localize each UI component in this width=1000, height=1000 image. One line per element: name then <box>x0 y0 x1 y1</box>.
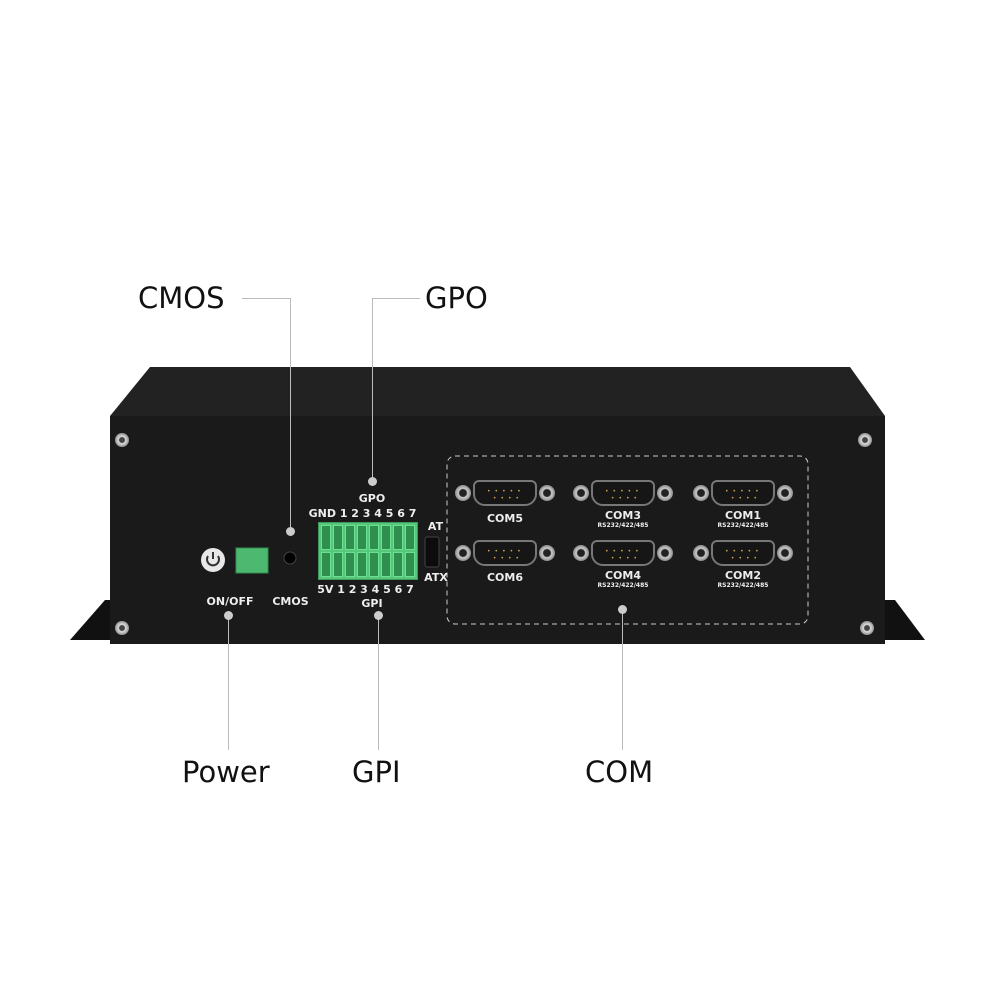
gpio-terminal-block <box>318 522 418 580</box>
leader-dot <box>224 611 233 620</box>
leader-dot <box>286 527 295 536</box>
screw <box>115 433 129 447</box>
at-atx-switch[interactable] <box>424 536 440 568</box>
com1-label: COM1 <box>724 509 762 522</box>
screw <box>860 621 874 635</box>
com-port: ••••• •••• <box>573 480 673 506</box>
com3-sub: RS232/422/485 <box>597 522 649 529</box>
leader-line <box>242 298 290 299</box>
gpo-panel-label: GPO <box>358 492 386 505</box>
com-port: ••••• •••• <box>573 540 673 566</box>
front-panel <box>110 416 885 644</box>
gpi-pin-labels: 5V 1 2 3 4 5 6 7 <box>317 583 414 596</box>
gpo-pin-labels: GND 1 2 3 4 5 6 7 <box>308 507 417 520</box>
com-port: ••••• •••• <box>455 480 555 506</box>
gpi-panel-label: GPI <box>361 597 383 610</box>
power-terminal <box>235 547 269 574</box>
com1-sub: RS232/422/485 <box>717 522 769 529</box>
com-area-outline <box>446 455 809 625</box>
callout-cmos: CMOS <box>138 281 225 315</box>
at-label: AT <box>427 520 444 533</box>
leader-line <box>372 298 420 299</box>
com-port: ••••• •••• <box>693 540 793 566</box>
power-button[interactable] <box>201 548 225 572</box>
atx-label: ATX <box>424 571 448 584</box>
com2-sub: RS232/422/485 <box>717 582 769 589</box>
com4-label: COM4 <box>604 569 642 582</box>
leader-dot <box>374 611 383 620</box>
leader-line <box>228 615 229 750</box>
screw <box>115 621 129 635</box>
screw <box>858 433 872 447</box>
chassis-top <box>110 367 885 416</box>
com6-label: COM6 <box>486 571 524 584</box>
leader-dot <box>618 605 627 614</box>
com4-sub: RS232/422/485 <box>597 582 649 589</box>
callout-power: Power <box>182 755 270 789</box>
on-off-label: ON/OFF <box>206 595 254 608</box>
com2-label: COM2 <box>724 569 762 582</box>
cmos-reset-hole[interactable] <box>283 551 297 565</box>
leader-line <box>290 298 291 530</box>
com-port: ••••• •••• <box>693 480 793 506</box>
leader-line <box>622 610 623 750</box>
cmos-panel-label: CMOS <box>272 595 309 608</box>
com3-label: COM3 <box>604 509 642 522</box>
leader-dot <box>368 477 377 486</box>
leader-line <box>372 298 373 480</box>
com5-label: COM5 <box>486 512 524 525</box>
power-icon <box>206 552 220 567</box>
callout-gpi: GPI <box>352 755 401 789</box>
leader-line <box>378 615 379 750</box>
callout-com: COM <box>585 755 654 789</box>
callout-gpo: GPO <box>425 281 488 315</box>
com-port: ••••• •••• <box>455 540 555 566</box>
